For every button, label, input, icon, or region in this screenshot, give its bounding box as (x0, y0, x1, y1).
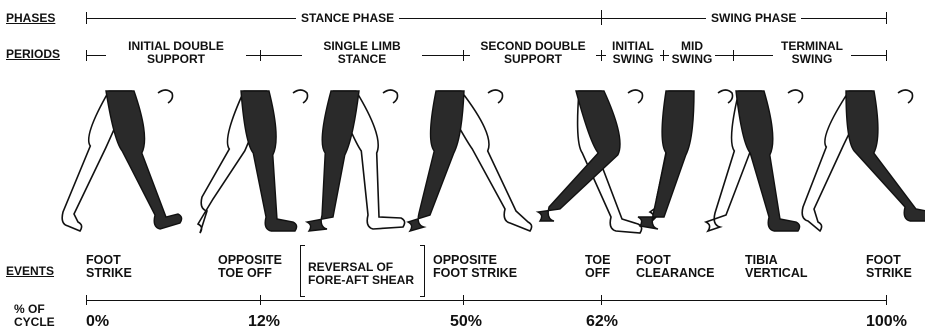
reversal-bracket-right (420, 245, 425, 297)
period-initial-double-support: INITIAL DOUBLE SUPPORT (106, 40, 246, 66)
period-terminal-swing: TERMINAL SWING (773, 40, 851, 66)
period-tick-12 (260, 50, 261, 61)
leg-pose-5 (538, 90, 643, 233)
period-label: STANCE (302, 53, 422, 66)
events-row-label: EVENTS (6, 265, 54, 278)
gait-leg-illustrations (0, 85, 925, 245)
period-label: SWING (773, 53, 851, 66)
period-tick-62 (601, 50, 602, 61)
leg-pose-3 (307, 90, 405, 231)
period-label: SUPPORT (106, 53, 246, 66)
cycle-percent-12: 12% (248, 314, 280, 330)
event-label: OFF (585, 267, 610, 280)
shaded-leg (408, 91, 464, 231)
period-tick-100 (886, 50, 887, 61)
shaded-leg (307, 91, 359, 231)
event-reversal-fore-aft-shear: REVERSAL OF FORE-AFT SHEAR (308, 261, 414, 287)
cycle-percent-0: 0% (86, 314, 109, 330)
event-foot-strike: FOOT STRIKE (86, 254, 132, 280)
leg-pose-1 (62, 90, 181, 231)
event-tibia-vertical: TIBIA VERTICAL (745, 254, 808, 280)
shaded-leg (846, 91, 925, 221)
event-label: STRIKE (86, 267, 132, 280)
period-mid-swing: MID SWING (669, 40, 715, 66)
cycle-axis-line (86, 300, 886, 301)
cycle-tick-12 (260, 295, 261, 305)
hand-outline (158, 90, 173, 103)
reversal-bracket-left (300, 245, 305, 297)
event-label: VERTICAL (745, 267, 808, 280)
stance-phase-label: STANCE PHASE (296, 12, 399, 25)
event-opposite-foot-strike: OPPOSITE FOOT STRIKE (433, 254, 517, 280)
period-initial-swing: INITIAL SWING (606, 40, 660, 66)
periods-row-label: PERIODS (6, 48, 60, 61)
event-foot-clearance: FOOT CLEARANCE (636, 254, 714, 280)
leg-pose-8 (802, 90, 925, 231)
phase-end-tick (886, 12, 887, 24)
event-label: FOOT STRIKE (433, 267, 517, 280)
leg-pose-4 (408, 90, 532, 231)
phases-row-label: PHASES (6, 12, 55, 25)
hand-outline (628, 90, 643, 103)
swing-phase-label: SWING PHASE (706, 12, 801, 25)
cycle-percent-50: 50% (450, 314, 482, 330)
event-toe-off: TOE OFF (585, 254, 610, 280)
cycle-percent-62: 62% (586, 314, 618, 330)
shaded-leg (106, 91, 182, 229)
cycle-tick-50 (463, 295, 464, 305)
hand-outline (898, 90, 913, 103)
event-label: TOE OFF (218, 267, 282, 280)
shaded-leg (638, 91, 694, 229)
event-label: STRIKE (866, 267, 912, 280)
period-tick-0 (86, 50, 87, 61)
shaded-leg (241, 91, 297, 231)
period-tick-50 (463, 50, 464, 61)
cycle-percent-100: 100% (866, 314, 907, 330)
cycle-tick-0 (86, 295, 87, 305)
period-label: SWING (669, 53, 715, 66)
cycle-tick-100 (886, 295, 887, 305)
hand-outline (383, 90, 398, 103)
period-tick-mid (663, 50, 664, 61)
period-label: SUPPORT (470, 53, 596, 66)
event-opposite-toe-off: OPPOSITE TOE OFF (218, 254, 282, 280)
hand-outline (718, 90, 733, 103)
cycle-row-label-line2: CYCLE (14, 316, 55, 329)
phase-divider-tick (601, 10, 602, 25)
cycle-tick-62 (601, 295, 602, 305)
hand-outline (788, 90, 803, 103)
hand-outline (293, 90, 308, 103)
leg-pose-2 (198, 90, 308, 233)
leg-pose-7 (706, 90, 803, 231)
event-label: CLEARANCE (636, 267, 714, 280)
period-second-double-support: SECOND DOUBLE SUPPORT (470, 40, 596, 66)
hand-outline (488, 90, 503, 103)
period-label: SWING (606, 53, 660, 66)
period-single-limb-stance: SINGLE LIMB STANCE (302, 40, 422, 66)
period-tick-terminal (733, 50, 734, 61)
event-foot-strike-end: FOOT STRIKE (866, 254, 912, 280)
event-label: FORE-AFT SHEAR (308, 274, 414, 287)
